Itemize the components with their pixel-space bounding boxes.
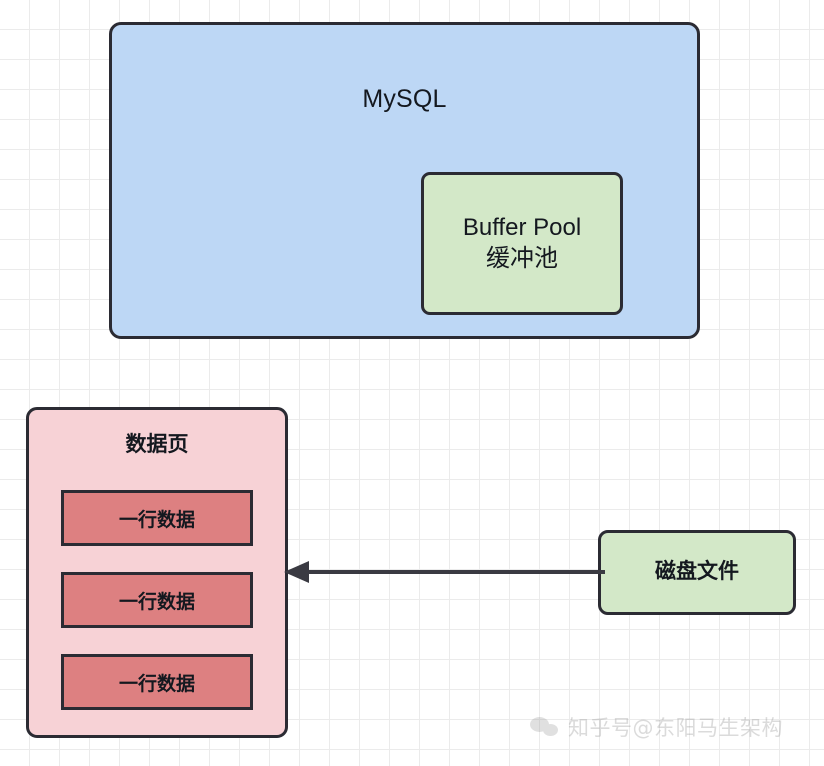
node-disk-file-label: 磁盘文件 — [655, 560, 739, 584]
node-mysql[interactable]: MySQL Buffer Pool 缓冲池 — [109, 22, 700, 339]
watermark-text: 知乎号@东阳马生架构 — [568, 716, 783, 740]
node-data-page-label: 数据页 — [125, 433, 189, 456]
node-mysql-label: MySQL — [362, 85, 447, 113]
data-row[interactable]: 一行数据 — [61, 654, 253, 710]
watermark: 知乎号@东阳马生架构 — [530, 712, 783, 742]
node-buffer-pool-label: Buffer Pool 缓冲池 — [462, 213, 582, 272]
data-row[interactable]: 一行数据 — [61, 572, 253, 628]
node-buffer-pool[interactable]: Buffer Pool 缓冲池 — [421, 172, 623, 315]
data-row[interactable]: 一行数据 — [61, 490, 253, 546]
data-row-list: 一行数据 一行数据 一行数据 — [29, 490, 285, 710]
node-disk-file[interactable]: 磁盘文件 — [598, 530, 796, 615]
node-data-page[interactable]: 数据页 一行数据 一行数据 一行数据 — [26, 407, 288, 738]
arrow-disk-to-data-page — [284, 561, 605, 583]
wechat-icon — [530, 715, 560, 739]
